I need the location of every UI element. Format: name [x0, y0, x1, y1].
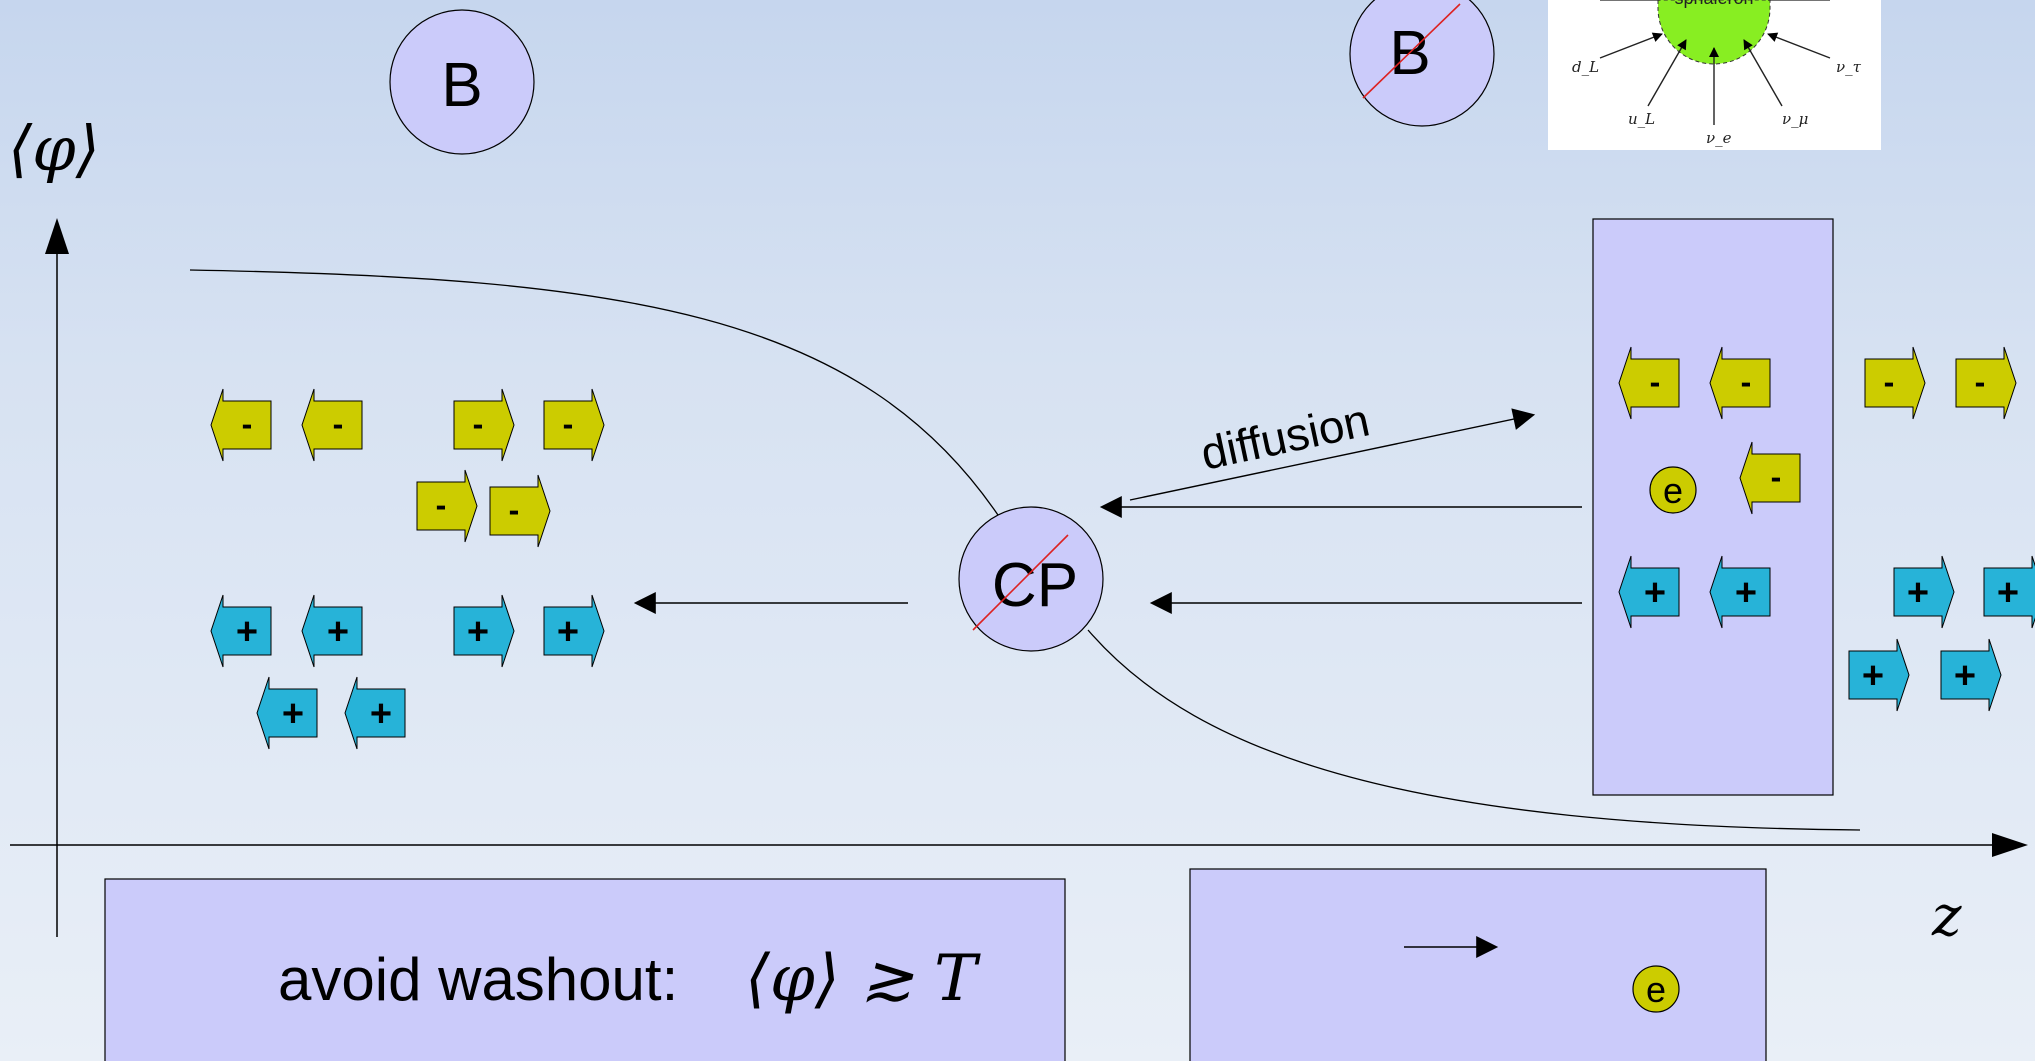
plus-sign: +: [1735, 572, 1757, 614]
process-electron: [1632, 965, 1680, 1013]
minus-chirality-arrow: -: [543, 388, 605, 462]
washout-text: avoid washout:: [278, 946, 678, 1013]
electron-in-bubble: e: [1649, 466, 1697, 514]
cp-bubble: CP: [958, 506, 1104, 652]
sphaleron-leg-uL: [1647, 39, 1687, 107]
minus-chirality-arrow: -: [453, 388, 515, 462]
plus-chirality-arrow: +: [453, 594, 515, 668]
plus-sign: +: [1907, 572, 1929, 614]
minus-sign: -: [563, 406, 574, 442]
diffusion-arrow: [1129, 408, 1536, 501]
minus-sign: -: [242, 406, 253, 442]
y-axis-label: ⟨φ⟩: [8, 112, 100, 185]
minus-sign: -: [509, 492, 520, 528]
minus-chirality-arrow: -: [1864, 346, 1926, 420]
plus-chirality-arrow: +: [1983, 555, 2035, 629]
minus-sign: -: [1884, 364, 1895, 400]
sphaleron-inset: sphaleron d_L u_L ν_e ν_μ ν_τ: [1548, 0, 1881, 150]
process-electron-label: e: [1646, 969, 1666, 1010]
plus-sign: +: [467, 611, 489, 653]
minus-sign: -: [1771, 459, 1782, 495]
plus-sign: +: [1862, 655, 1884, 697]
minus-sign: -: [473, 406, 484, 442]
minus-chirality-arrow: -: [489, 474, 551, 548]
minus-sign: -: [1741, 364, 1752, 400]
axes: ⟨φ⟩ z: [8, 112, 2028, 949]
y-axis-arrowhead: [45, 218, 69, 254]
sphaleron-leg-label-numu: ν_μ: [1782, 110, 1808, 128]
plus-chirality-arrow: +: [543, 594, 605, 668]
minus-sign: -: [333, 406, 344, 442]
sphaleron-leg-label-dL: d_L: [1572, 58, 1599, 76]
minus-chirality-arrow: -: [210, 388, 272, 462]
plus-chirality-arrow: +: [1848, 638, 1910, 712]
minus-chirality-arrow: -: [1739, 441, 1801, 515]
plus-chirality-arrow: +: [256, 676, 318, 750]
minus-chirality-arrow: -: [1618, 346, 1680, 420]
sphaleron-leg-label-nue: ν_e: [1706, 129, 1732, 147]
plus-chirality-arrow: +: [1618, 555, 1680, 629]
cp-cross-line: [972, 534, 1069, 631]
sphaleron-leg-label-uL: u_L: [1628, 110, 1655, 128]
minus-sign: -: [1650, 364, 1661, 400]
minus-chirality-arrow: -: [301, 388, 363, 462]
plus-chirality-arrow: +: [210, 594, 272, 668]
sphaleron-leg-dL: [1599, 32, 1663, 59]
electron-label: e: [1663, 470, 1683, 511]
sphaleron-leg-nutau: [1767, 32, 1831, 59]
sphaleron-leg-label-nutau: ν_τ: [1836, 58, 1862, 76]
plus-chirality-arrow: +: [301, 594, 363, 668]
sphaleron-label: sphaleron: [1674, 0, 1753, 8]
baryon-bubble-right: B: [1349, 0, 1495, 127]
minus-chirality-arrow: -: [1709, 346, 1771, 420]
minus-chirality-arrow: -: [1955, 346, 2017, 420]
vev-profile-curve: [189, 269, 1861, 831]
broken-phase-region: [1592, 218, 1834, 796]
plus-sign: +: [327, 611, 349, 653]
x-axis-arrowhead: [1992, 833, 2028, 857]
plus-sign: +: [557, 611, 579, 653]
cp-label: CP: [992, 551, 1078, 620]
minus-sign: -: [1975, 364, 1986, 400]
plus-sign: +: [1644, 572, 1666, 614]
sphaleron-leg-numu: [1743, 39, 1783, 107]
plus-chirality-arrow: +: [1709, 555, 1771, 629]
x-axis-label: z: [1931, 884, 1962, 949]
plus-sign: +: [282, 693, 304, 735]
flow-arrows: [633, 408, 1582, 614]
washout-formula: ⟨φ⟩ ≳ T: [745, 942, 981, 1016]
washout-box: avoid washout: ⟨φ⟩ ≳ T: [104, 878, 1066, 1061]
minus-sign: -: [436, 487, 447, 523]
plus-chirality-arrow: +: [1940, 638, 2002, 712]
plus-chirality-arrow: +: [344, 676, 406, 750]
plus-sign: +: [370, 693, 392, 735]
process-box: e: [1189, 868, 1767, 1061]
plus-sign: +: [1997, 572, 2019, 614]
plus-sign: +: [1954, 655, 1976, 697]
baryon-cross-line: [1362, 3, 1461, 99]
plus-chirality-arrow: +: [1893, 555, 1955, 629]
plus-sign: +: [236, 611, 258, 653]
baryon-bubble-left: B: [389, 9, 535, 155]
baryon-label-left: B: [441, 51, 482, 120]
minus-chirality-arrow: -: [416, 469, 478, 543]
